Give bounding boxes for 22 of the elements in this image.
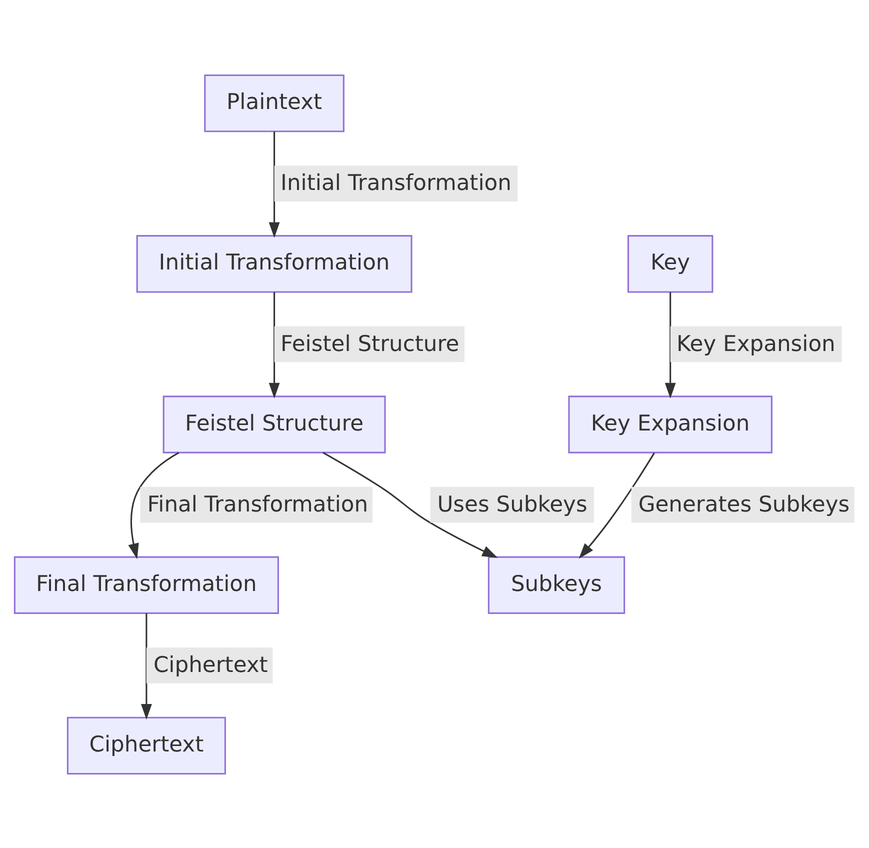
edge-label: Generates Subkeys (638, 492, 850, 517)
node-box: Key Expansion (568, 395, 772, 453)
node-box: Subkeys (488, 556, 626, 614)
node-box: Key (627, 234, 714, 292)
node-box: Final Transformation (14, 556, 279, 614)
arrow (140, 612, 152, 720)
arrow (128, 451, 180, 559)
edge-label: Ciphertext (153, 652, 268, 678)
node-box: Plaintext (204, 74, 344, 132)
node-box: Initial Transformation (136, 234, 412, 292)
arrow (578, 452, 655, 558)
arrow (664, 292, 676, 398)
arrow (322, 451, 498, 558)
edge-label: Final Transformation (147, 492, 368, 517)
edge-label: Feistel Structure (280, 331, 460, 356)
edge-label: Initial Transformation (280, 170, 512, 196)
node-box: Ciphertext (66, 716, 226, 774)
edge-label: Key Expansion (676, 331, 836, 356)
arrow (268, 292, 280, 398)
edge-label: Uses Subkeys (437, 492, 588, 517)
arrow (268, 131, 280, 238)
node-box: Feistel Structure (162, 395, 386, 453)
